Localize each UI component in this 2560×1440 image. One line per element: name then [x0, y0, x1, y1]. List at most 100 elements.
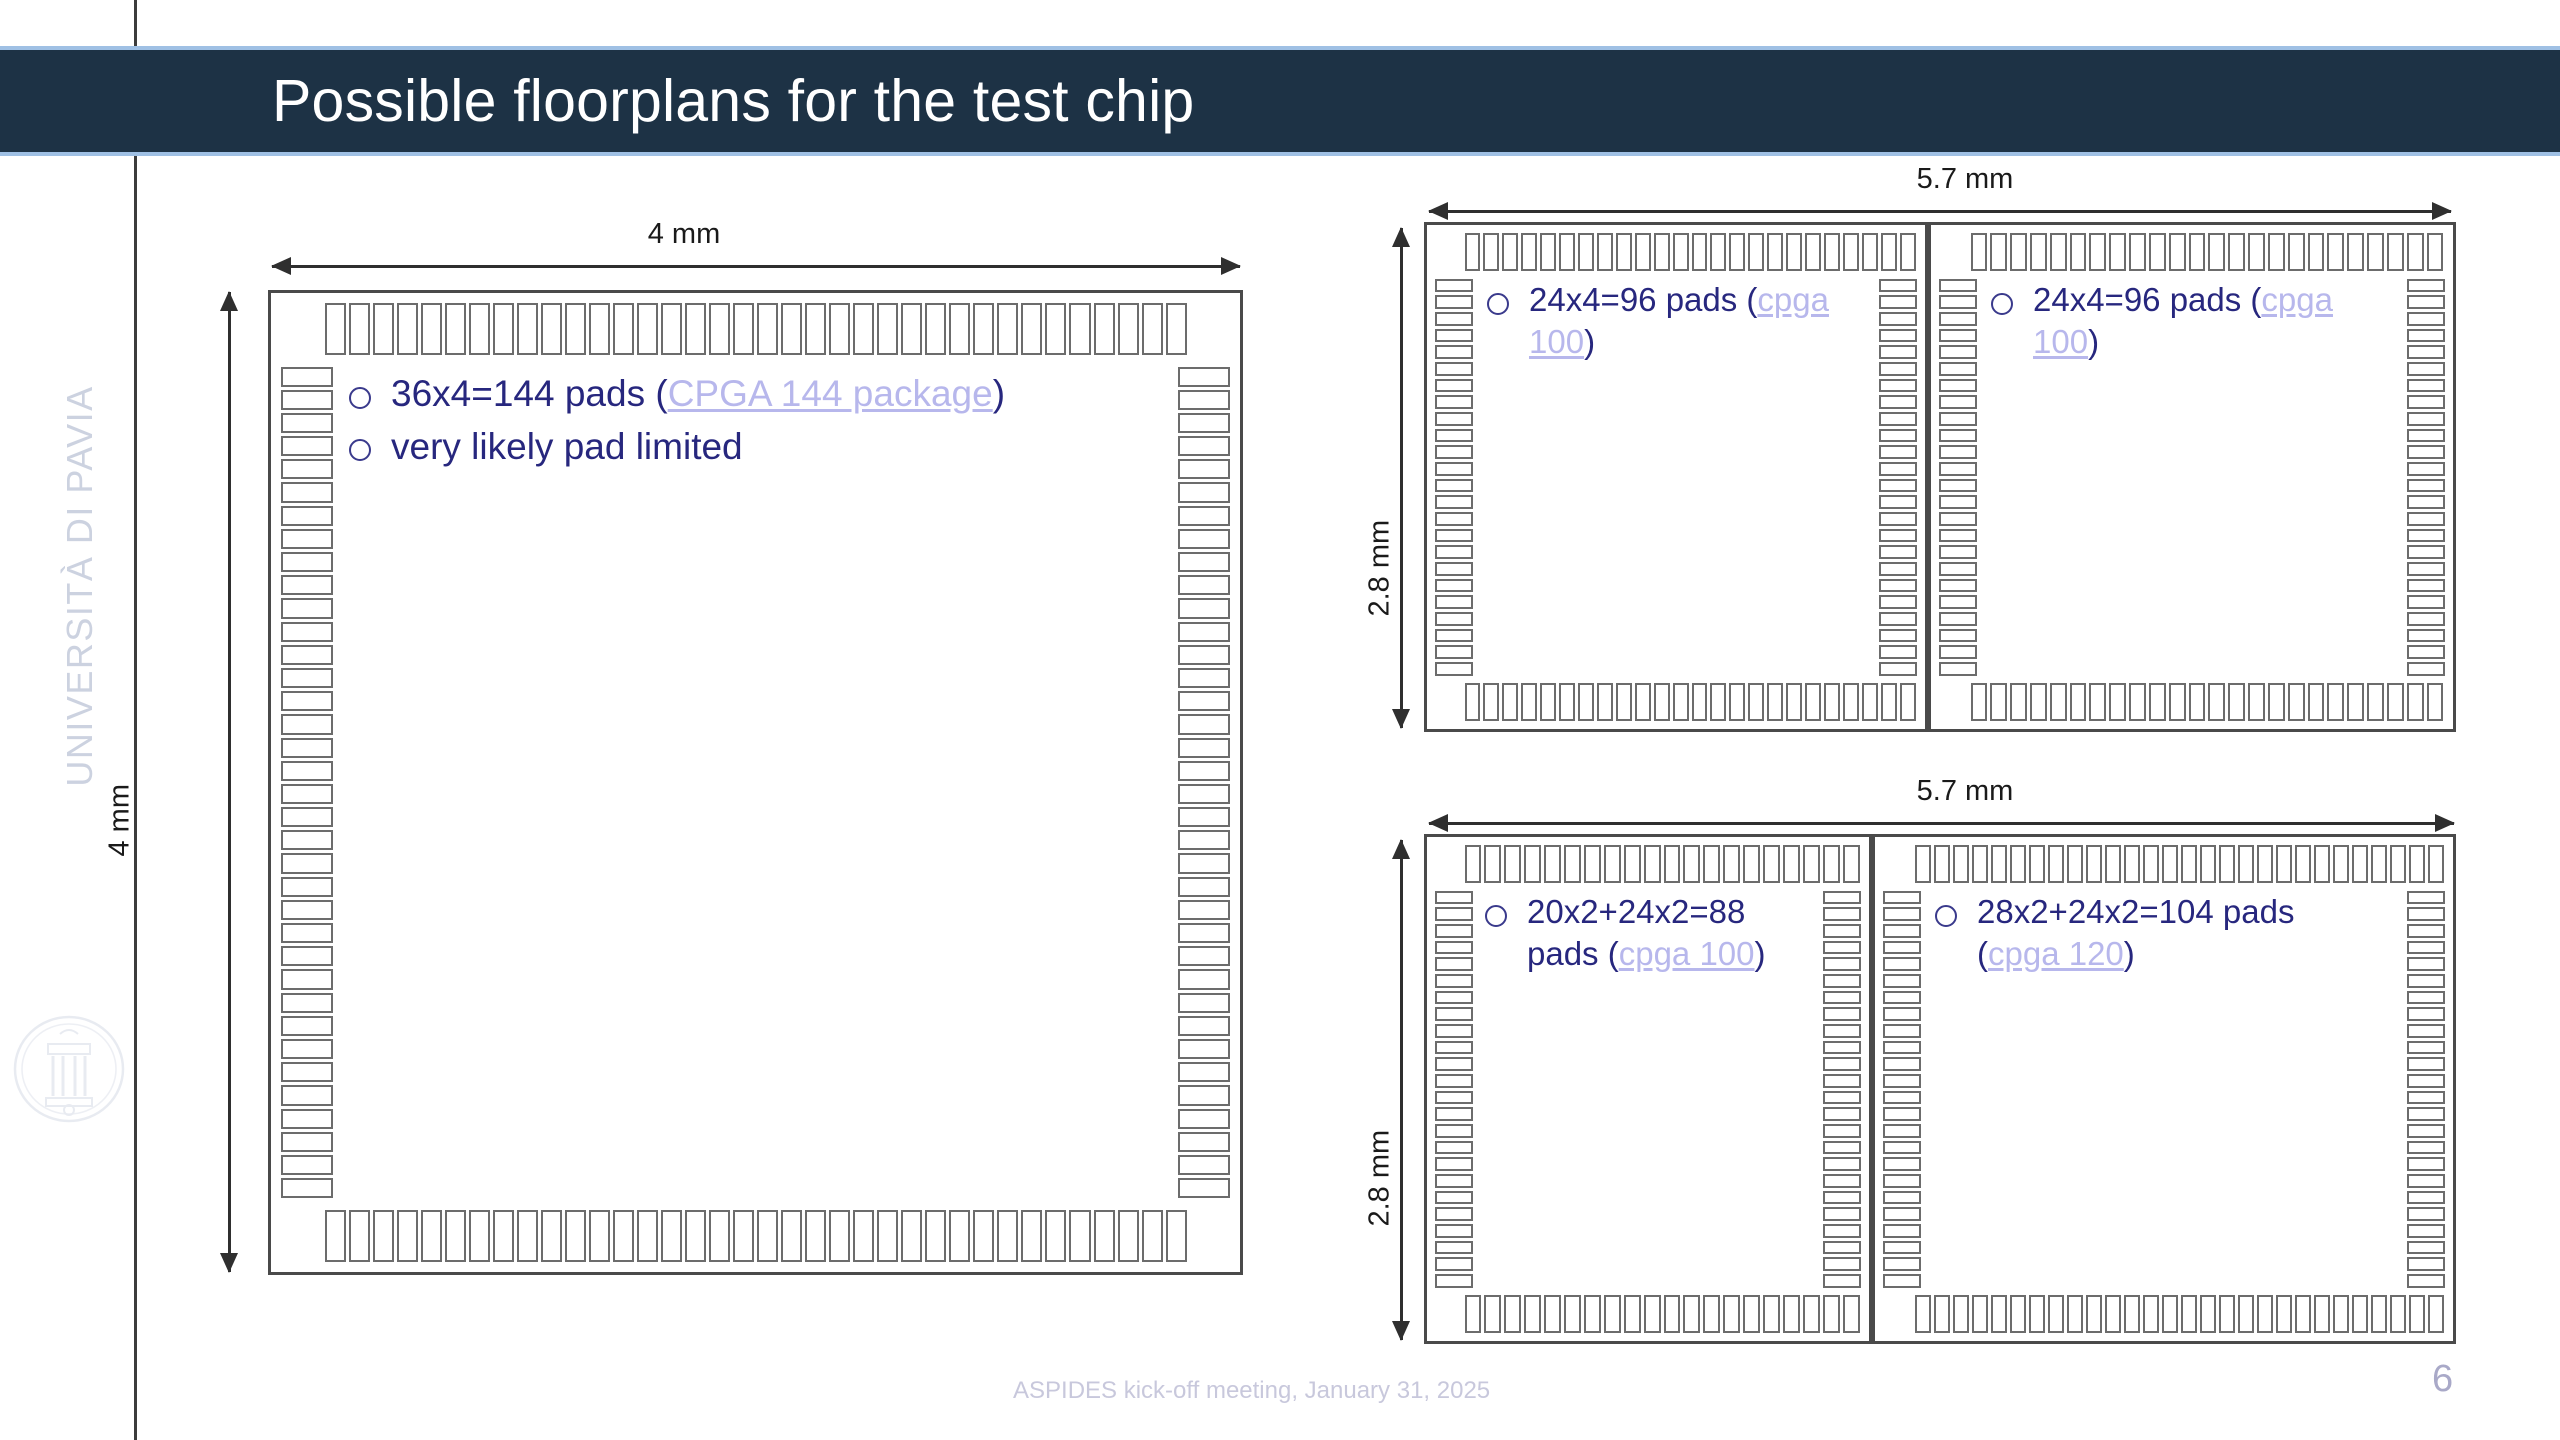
pad	[901, 303, 923, 355]
bullet-item: 24x4=96 pads (cpga 100)	[1487, 279, 1847, 362]
pad	[709, 303, 731, 355]
pad	[1435, 328, 1473, 343]
bullet-circle-icon	[349, 439, 371, 462]
pad	[1464, 845, 1482, 883]
pad	[1802, 845, 1820, 883]
pad	[1484, 845, 1502, 883]
pad	[1939, 578, 1977, 593]
pad	[2199, 845, 2216, 883]
pad	[1710, 683, 1727, 721]
pad	[281, 1154, 333, 1176]
pad	[1578, 233, 1594, 271]
pad	[1603, 1295, 1621, 1333]
pad	[1939, 611, 1977, 626]
pad	[1786, 233, 1803, 271]
pad	[2407, 661, 2445, 676]
package-link[interactable]: CPGA 144 package	[667, 373, 993, 414]
pad	[757, 303, 779, 355]
pad	[1178, 992, 1230, 1013]
pad	[2109, 683, 2127, 721]
pad	[1883, 1057, 1921, 1071]
package-link[interactable]: cpga 100	[2033, 281, 2333, 360]
pad	[1564, 845, 1581, 883]
pad	[281, 876, 333, 897]
pad	[1663, 1295, 1681, 1333]
pad	[1615, 683, 1632, 721]
pad	[1879, 628, 1917, 643]
pad	[1178, 691, 1230, 712]
pad-column-left	[1435, 277, 1473, 677]
pad	[1879, 328, 1917, 343]
pad	[1178, 528, 1230, 549]
pad	[1634, 233, 1651, 271]
pad	[1178, 969, 1230, 990]
pad	[1939, 395, 1977, 409]
pad	[1842, 683, 1859, 721]
pad	[2407, 1173, 2445, 1188]
pad	[1045, 303, 1067, 355]
dimension-label-width-57mm-top: 5.7 mm	[1916, 163, 2014, 195]
pad	[2407, 1140, 2445, 1155]
pad	[1883, 1040, 1921, 1055]
pad	[1823, 1273, 1861, 1288]
pad	[1823, 990, 1861, 1005]
pad	[1435, 411, 1473, 426]
pad	[281, 946, 333, 967]
pad	[281, 899, 333, 920]
pad	[2406, 683, 2424, 721]
pad	[1435, 661, 1473, 676]
pad	[281, 505, 333, 526]
pad	[2407, 545, 2445, 559]
pad	[2148, 683, 2166, 721]
pad	[281, 923, 333, 944]
pad	[2407, 528, 2445, 543]
pad	[2407, 361, 2445, 376]
pad	[1653, 233, 1670, 271]
pad	[1653, 683, 1670, 721]
pad	[324, 1210, 346, 1262]
pad	[1178, 644, 1230, 665]
pad	[1729, 683, 1746, 721]
package-link[interactable]: cpga 100	[1618, 934, 1755, 972]
pad	[1524, 1295, 1542, 1333]
pad	[281, 1015, 333, 1036]
pad	[444, 1210, 466, 1262]
bullet-list-left-88: 20x2+24x2=88 pads (cpga 100)	[1485, 891, 1775, 980]
pad	[1939, 528, 1977, 543]
pad	[1178, 482, 1230, 503]
dimension-label-width-4mm: 4 mm	[647, 218, 721, 250]
package-link[interactable]: cpga 120	[1988, 934, 2124, 972]
pad	[2047, 1295, 2064, 1333]
pad	[281, 853, 333, 874]
pad	[1970, 233, 1988, 271]
pad	[1435, 478, 1473, 493]
pad	[1879, 578, 1917, 593]
bullet-text-pre: 24x4=96 pads (	[1529, 281, 1758, 318]
pad	[1939, 595, 1977, 609]
pad	[2049, 233, 2067, 271]
pad	[1824, 683, 1840, 721]
pad	[877, 1210, 899, 1262]
dimension-arrow-width-57mm-bottom	[1428, 814, 2455, 832]
pad	[2407, 1007, 2445, 1021]
pad	[348, 1210, 370, 1262]
pad	[805, 1210, 827, 1262]
pad	[1823, 1090, 1861, 1105]
pad	[2089, 233, 2107, 271]
pad	[1939, 645, 1977, 659]
pad	[1823, 1023, 1861, 1038]
bullet-list-left-96: 24x4=96 pads (cpga 100)	[1487, 279, 1847, 368]
pad	[2129, 683, 2146, 721]
pad	[1883, 1073, 1921, 1088]
pad	[2104, 845, 2121, 883]
pad	[1435, 611, 1473, 626]
pad	[1178, 1178, 1230, 1199]
pad	[1435, 1140, 1473, 1155]
pad	[1178, 1154, 1230, 1176]
package-link[interactable]: cpga 100	[1529, 281, 1829, 360]
pad	[2427, 845, 2444, 883]
pad-column-left	[1435, 889, 1473, 1289]
pad	[1883, 1257, 1921, 1271]
pad	[2267, 233, 2285, 271]
pad	[1939, 461, 1977, 476]
